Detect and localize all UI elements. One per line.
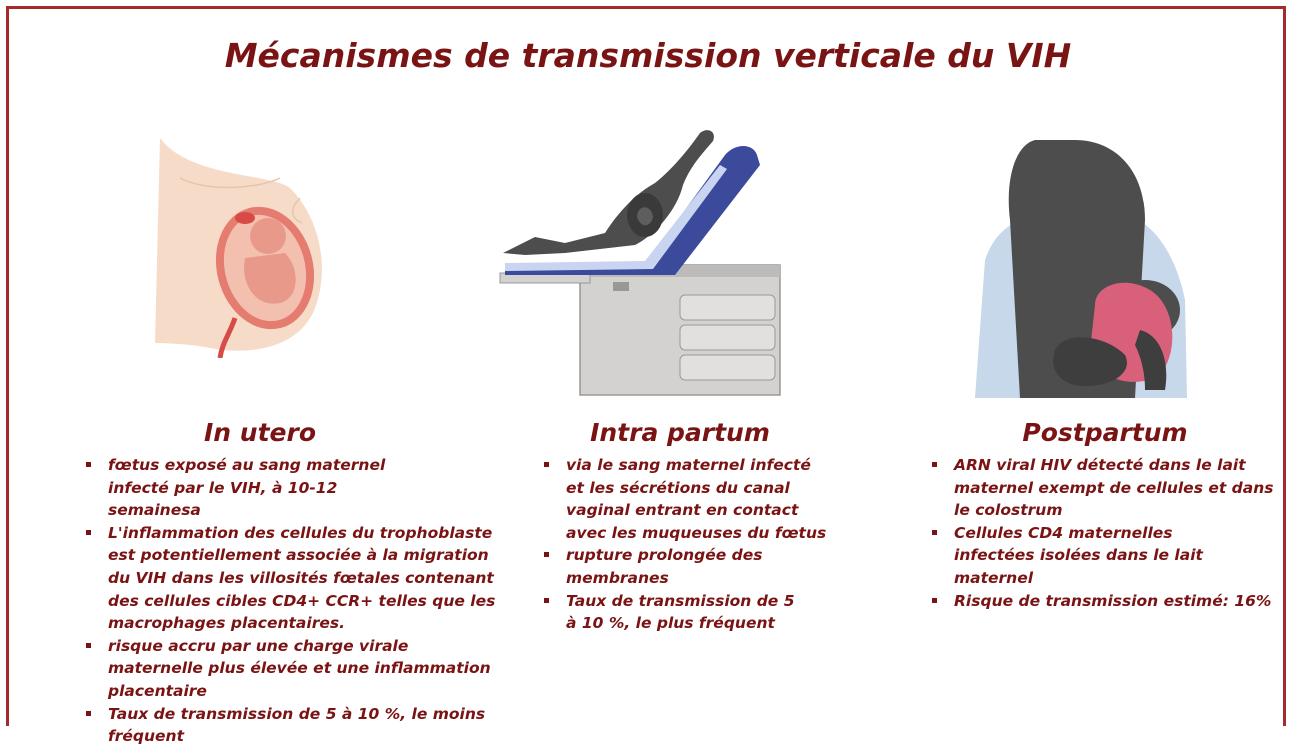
list-item: risque accru par une charge virale mater… xyxy=(82,635,502,703)
list-item: via le sang maternel infecté et les sécr… xyxy=(540,454,830,544)
list-item: rupture prolongée des membranes xyxy=(540,544,830,589)
list-item: Risque de transmission estimé: 16% xyxy=(928,590,1278,613)
intra-partum-illustration xyxy=(499,130,781,396)
in-utero-illustration xyxy=(150,118,322,358)
list-item: L'inflammation des cellules du trophobla… xyxy=(82,522,502,635)
list-item: Cellules CD4 maternelles infectées isolé… xyxy=(928,522,1278,590)
list-item: ARN viral HIV détecté dans le lait mater… xyxy=(928,454,1278,522)
in-utero-list: fœtus exposé au sang maternel infecté pa… xyxy=(82,454,502,748)
postpartum-heading: Postpartum xyxy=(1022,418,1188,447)
list-item: Taux de transmission de 5 à 10 %, le moi… xyxy=(82,703,502,748)
intra-partum-list: via le sang maternel infecté et les sécr… xyxy=(540,454,830,635)
postpartum-illustration xyxy=(975,140,1187,398)
page-title: Mécanismes de transmission verticale du … xyxy=(224,36,1072,75)
intra-partum-heading: Intra partum xyxy=(590,418,770,447)
list-item: fœtus exposé au sang maternel infecté pa… xyxy=(82,454,502,522)
page-frame xyxy=(6,6,1286,726)
list-item: Taux de transmission de 5 à 10 %, le plu… xyxy=(540,590,830,635)
in-utero-heading: In utero xyxy=(203,418,316,447)
postpartum-list: ARN viral HIV détecté dans le lait mater… xyxy=(928,454,1278,612)
